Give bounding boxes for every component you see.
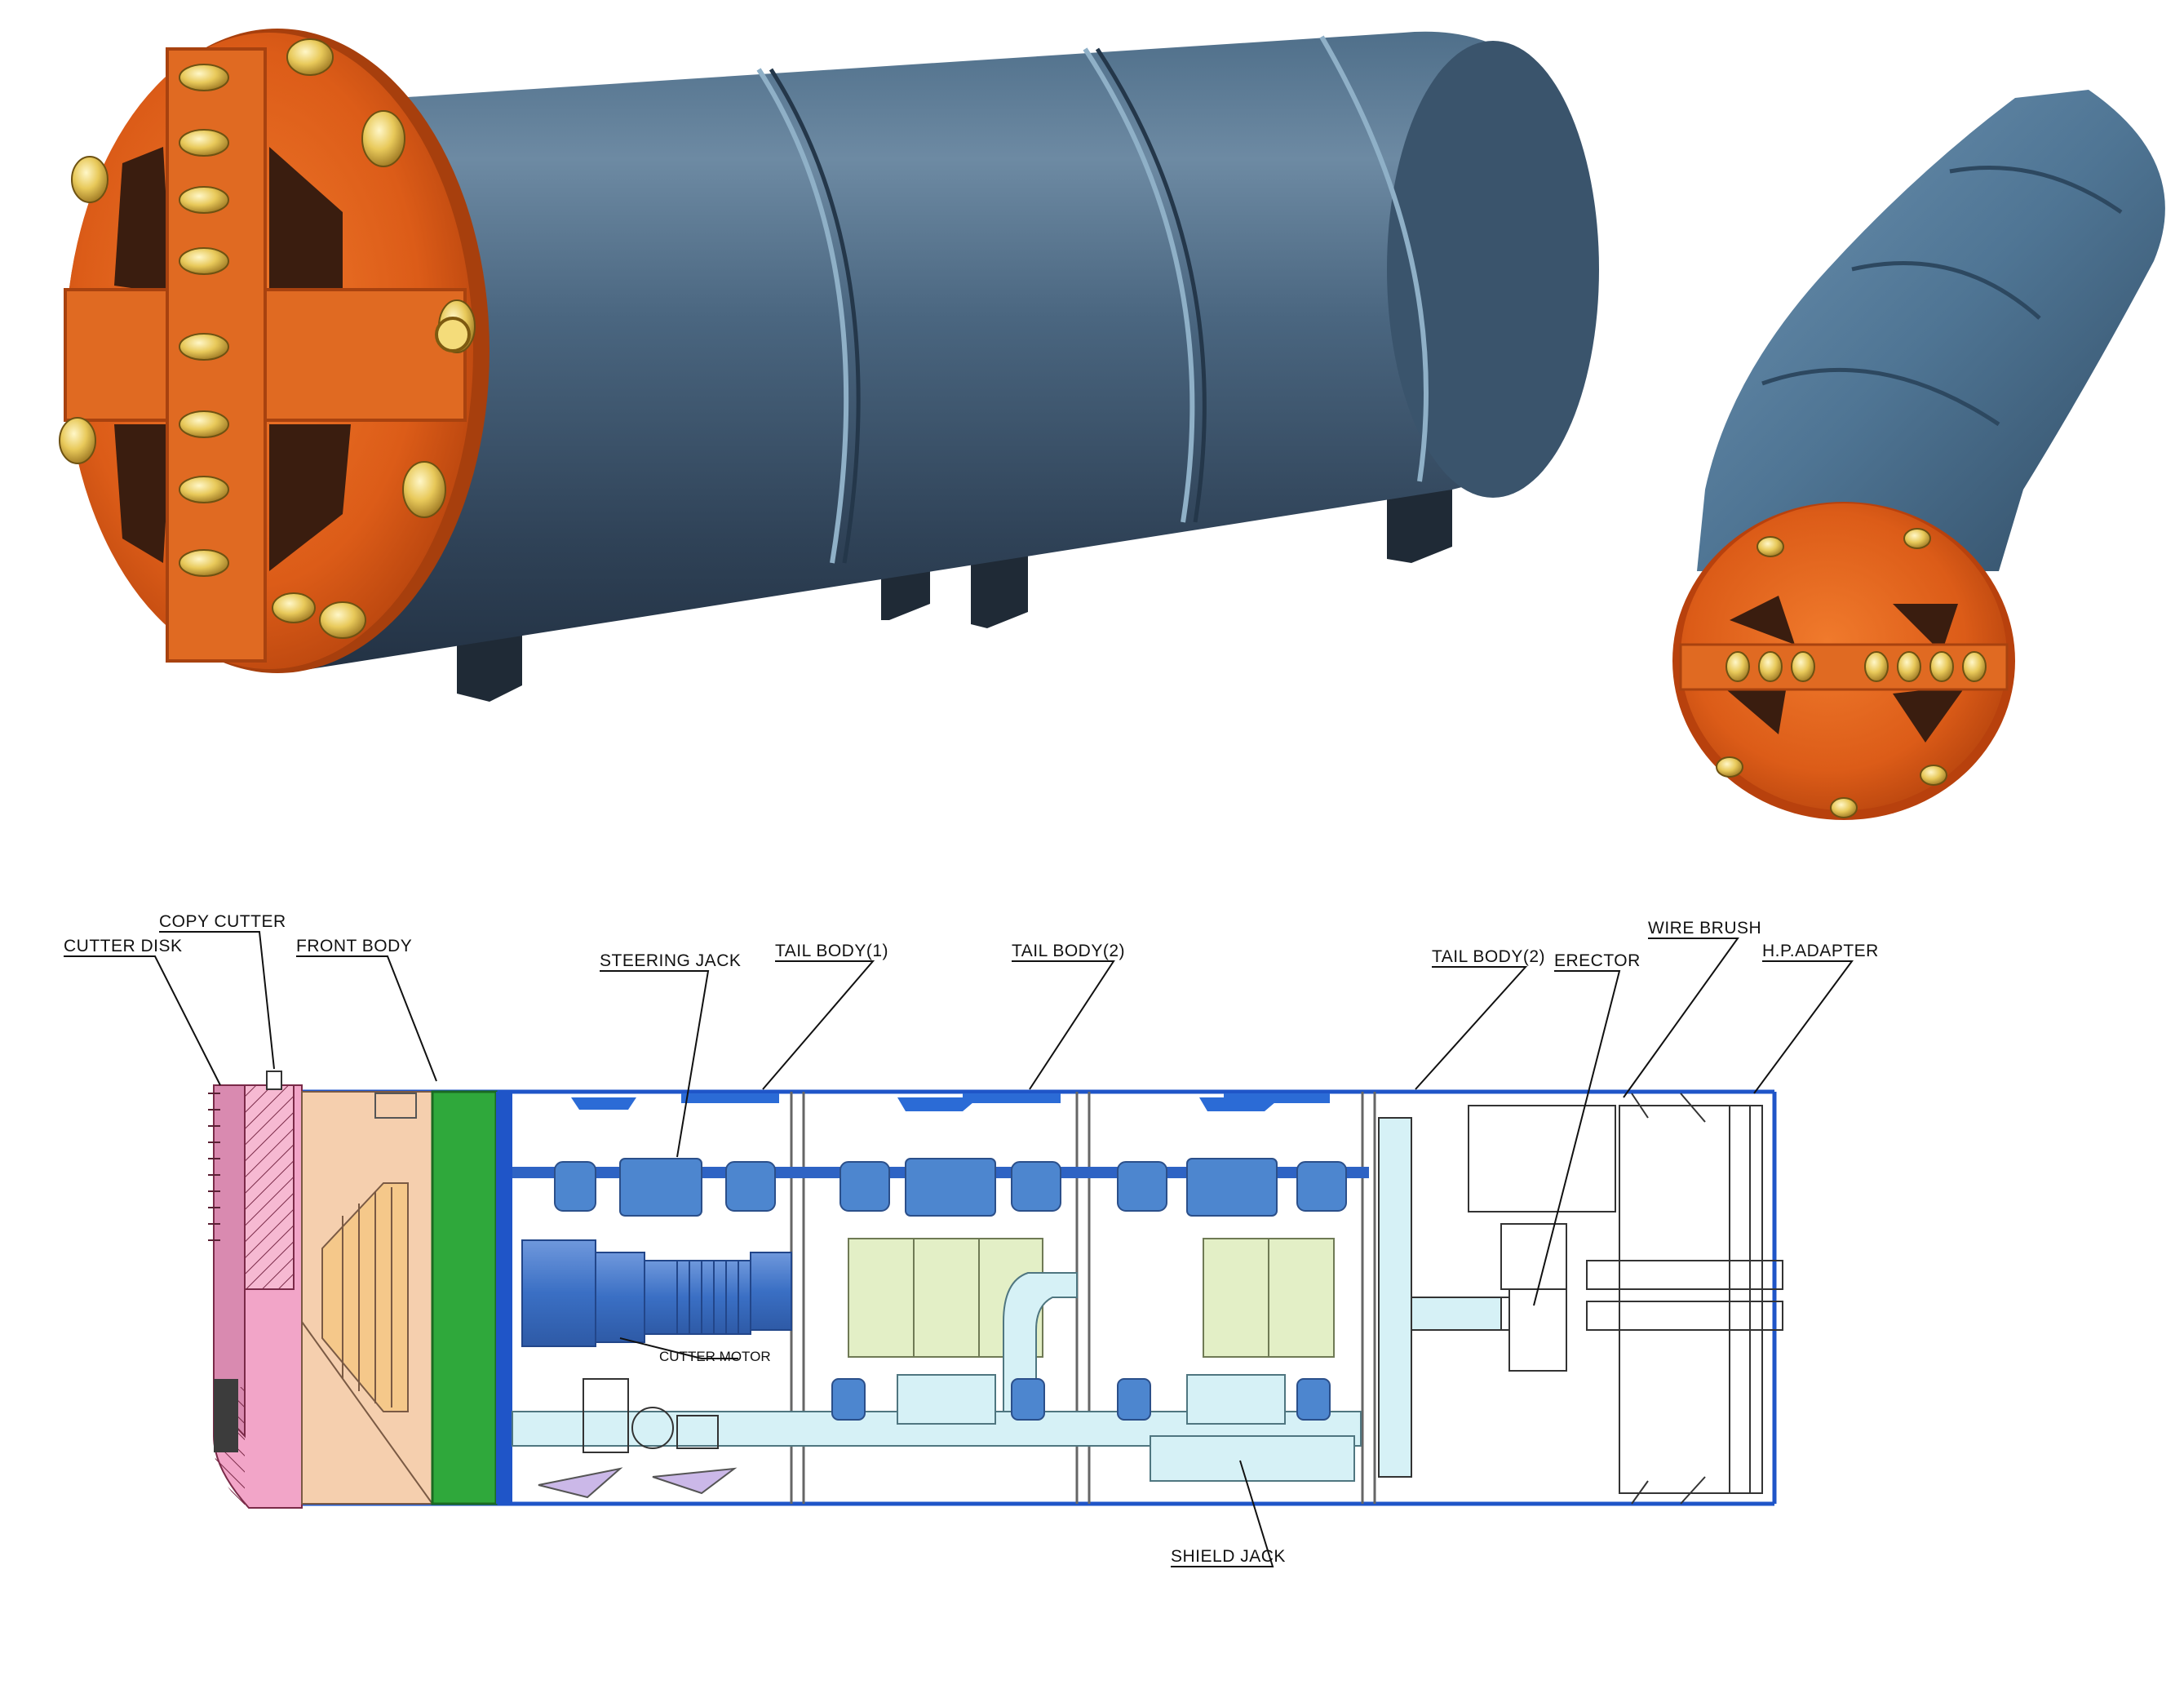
copy-cutter [266,1071,282,1090]
cutterhead-front [59,29,490,673]
cutter-disk [208,1084,303,1509]
label-wire-brush: WIRE BRUSH [1648,919,1761,938]
hydraulic-piping [512,1272,1362,1482]
label-cutter-disk: CUTTER DISK [64,937,183,955]
cutter-motor [521,1239,792,1347]
front-body [431,1090,498,1505]
shield-rear-end [1387,41,1599,498]
wire-brush [1631,1093,1706,1505]
shell-outline [302,1089,1777,1506]
label-hp-adapter: H.P.ADAPTER [1762,942,1879,960]
disc-cutters [59,38,476,639]
shield-body [269,31,1591,669]
cutter-drive-housing [301,1091,433,1505]
label-cutter-motor: CUTTER MOTOR [659,1349,771,1364]
erector [1378,1105,1616,1478]
articulated-boring-machine-photo [1672,90,2165,820]
label-tail-body-1: TAIL BODY(1) [775,942,888,960]
shield-cross-section: CUTTER DISK COPY CUTTER FRONT BODY STEER… [64,912,1879,1567]
curved-cutterhead [1672,502,2015,820]
control-cabinets [848,1238,1335,1358]
label-steering-jack: STEERING JACK [600,951,741,970]
steering-jack [512,1158,1369,1217]
label-tail-body-2b: TAIL BODY(2) [1432,947,1545,966]
leader-lines [64,931,1854,1567]
label-shield-jack: SHIELD JACK [1171,1547,1286,1566]
tunnel-boring-machine-photo [59,29,1599,702]
label-erector: ERECTOR [1554,951,1641,970]
section-seams [756,35,1429,564]
label-front-body: FRONT BODY [296,937,412,955]
label-tail-body-2a: TAIL BODY(2) [1012,942,1125,960]
label-copy-cutter: COPY CUTTER [159,912,286,931]
curved-shield-body [1697,90,2165,571]
